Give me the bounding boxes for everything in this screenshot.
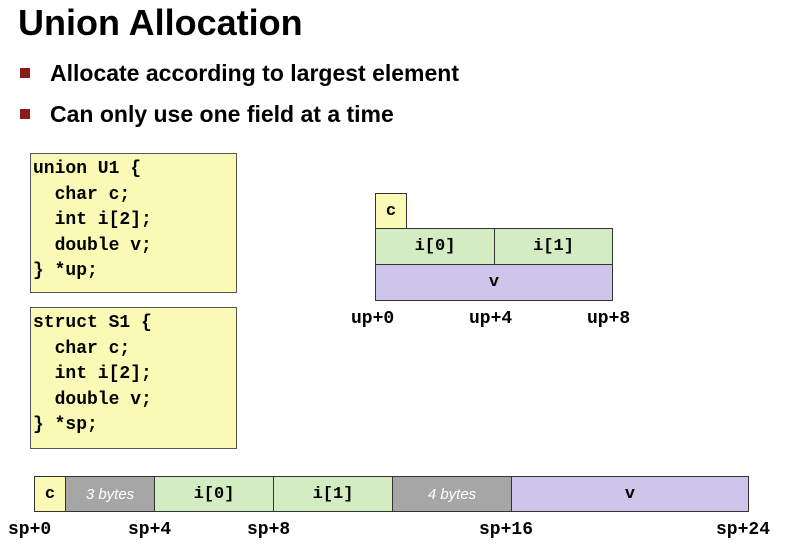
bullet-item: Allocate according to largest element (20, 60, 459, 87)
struct-offset-label: sp+24 (716, 520, 771, 540)
struct-i0-cell: i[0] (154, 476, 274, 512)
bullet-item: Can only use one field at a time (20, 101, 394, 128)
bullet-square-icon (20, 108, 30, 119)
union-i1-cell: i[1] (494, 228, 613, 265)
bullet-text: Allocate according to largest element (50, 60, 460, 86)
union-c-cell: c (375, 193, 407, 229)
struct-offset-label: sp+0 (8, 520, 52, 540)
union-i0-cell: i[0] (375, 228, 495, 265)
struct-padding-3-cell: 3 bytes (65, 476, 155, 512)
struct-c-cell: c (34, 476, 66, 512)
struct-code-block: struct S1 { char c; int i[2]; double v; … (30, 307, 237, 449)
page-title: Union Allocation (18, 2, 303, 43)
struct-offset-label: sp+8 (247, 520, 291, 540)
bullet-square-icon (20, 67, 30, 78)
union-code-block: union U1 { char c; int i[2]; double v; }… (30, 153, 237, 293)
union-offset-label: up+8 (587, 309, 631, 329)
union-offset-label: up+0 (351, 309, 395, 329)
union-offset-label: up+4 (469, 309, 513, 329)
union-v-cell: v (375, 264, 613, 301)
struct-padding-4-cell: 4 bytes (392, 476, 512, 512)
struct-offset-label: sp+4 (128, 520, 172, 540)
bullet-text: Can only use one field at a time (50, 101, 394, 127)
struct-offset-label: sp+16 (479, 520, 534, 540)
struct-i1-cell: i[1] (273, 476, 393, 512)
struct-v-cell: v (511, 476, 749, 512)
